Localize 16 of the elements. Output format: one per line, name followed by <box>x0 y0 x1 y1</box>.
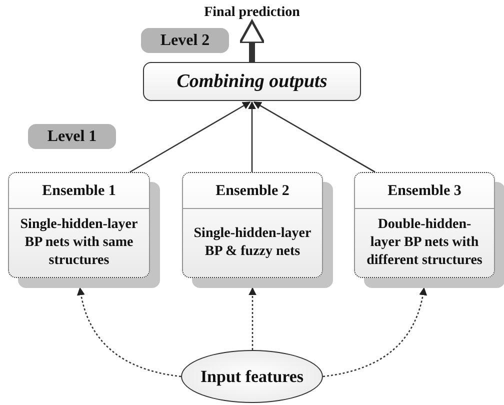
arrow <box>130 101 251 173</box>
ensemble-title: Ensemble 1 <box>9 173 149 209</box>
output-arrow <box>238 20 266 62</box>
ensemble-title: Ensemble 3 <box>355 173 494 209</box>
arrow <box>253 101 376 173</box>
ensemble-title: Ensemble 2 <box>183 173 322 209</box>
input-ellipse: Input features <box>181 350 323 403</box>
level-badge: Level 1 <box>28 124 116 149</box>
ensemble-description: Double-hidden-layer BP nets with different structures <box>366 216 484 270</box>
arrow <box>77 287 182 378</box>
ensemble-description: Single-hidden-layer BP nets with same structures <box>19 216 139 270</box>
process-box: Combining outputs <box>143 62 361 101</box>
output-label: Final prediction <box>182 2 322 24</box>
ensemble-description: Single-hidden-layer BP & fuzzy nets <box>192 224 312 261</box>
arrow <box>248 101 256 172</box>
level-badge: Level 2 <box>141 28 229 53</box>
